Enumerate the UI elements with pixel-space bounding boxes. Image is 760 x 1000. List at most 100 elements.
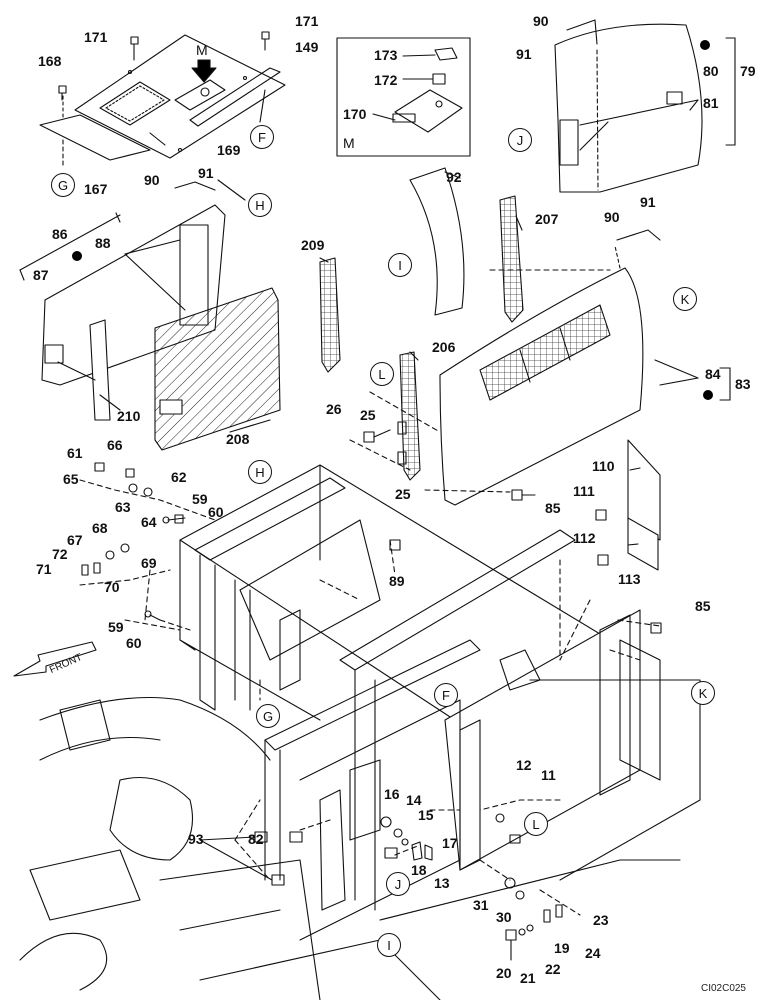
part-number: 26 (326, 401, 342, 417)
part-number: 25 (360, 407, 376, 423)
part-number: 110 (592, 458, 615, 474)
part-number: 13 (434, 875, 450, 891)
part-number: 17 (442, 835, 458, 851)
part-number: 206 (432, 339, 456, 355)
air-filter (154, 287, 281, 451)
reference-letter: L (370, 362, 394, 386)
assembly-marker (72, 251, 82, 261)
part-number: 67 (67, 532, 83, 548)
reference-letter: I (388, 253, 412, 277)
part-number: 171 (295, 13, 319, 29)
part-number: 173 (374, 47, 398, 63)
part-number: 64 (141, 514, 157, 530)
part-number: 72 (52, 546, 68, 562)
reference-letter: J (508, 128, 532, 152)
reference-letter: F (250, 125, 274, 149)
part-number: 59 (192, 491, 208, 507)
part-number: 69 (141, 555, 157, 571)
part-number: 61 (67, 445, 83, 461)
part-number: 90 (533, 13, 549, 29)
part-number: 22 (545, 961, 561, 977)
part-number: 172 (374, 72, 398, 88)
part-number: 14 (406, 792, 422, 808)
part-number: 62 (171, 469, 187, 485)
reference-letter: G (256, 704, 280, 728)
fasteners (81, 421, 662, 961)
part-number: 88 (95, 235, 111, 251)
leader-lines (79, 391, 661, 916)
part-number: 85 (545, 500, 561, 516)
reference-letter: I (377, 933, 401, 957)
part-number: 91 (198, 165, 214, 181)
reference-letter: K (673, 287, 697, 311)
assembly-marker (703, 390, 713, 400)
part-number: 63 (115, 499, 131, 515)
under-plate (39, 114, 151, 161)
part-number: 170 (343, 106, 367, 122)
part-number: 23 (593, 912, 609, 928)
part-number: 60 (208, 504, 224, 520)
part-number: 15 (418, 807, 434, 823)
part-number: 84 (705, 366, 721, 382)
top-cover-plate (74, 34, 286, 159)
drawing-code: CI02C025 (700, 983, 746, 994)
part-number: 90 (604, 209, 620, 225)
inset-label: M (343, 135, 355, 151)
part-number: 112 (573, 530, 596, 546)
part-number: 18 (411, 862, 427, 878)
part-number: 93 (188, 831, 204, 847)
part-number: 31 (473, 897, 489, 913)
bolts-top (58, 31, 270, 101)
panel-92 (409, 167, 465, 316)
reference-letter: K (691, 681, 715, 705)
part-number: 21 (520, 970, 536, 986)
reference-letter: H (248, 460, 272, 484)
part-number: 86 (52, 226, 68, 242)
reference-letter: F (434, 683, 458, 707)
part-number: 16 (384, 786, 400, 802)
part-number: 90 (144, 172, 160, 188)
assembly-marker (700, 40, 710, 50)
part-number: 66 (107, 437, 123, 453)
cover-plate-112 (627, 517, 659, 571)
view-arrow-label: M (196, 42, 208, 58)
part-number: 208 (226, 431, 250, 447)
part-number: 89 (389, 573, 405, 589)
part-number: 70 (104, 579, 120, 595)
part-number: 59 (108, 619, 124, 635)
seal-207 (499, 195, 524, 323)
grille-panel (439, 229, 661, 506)
part-number: 167 (84, 181, 108, 197)
part-number: 171 (84, 29, 108, 45)
part-number: 71 (36, 561, 52, 577)
lower-chassis (19, 679, 701, 1000)
part-number: 169 (217, 142, 241, 158)
part-number: 111 (573, 483, 595, 499)
part-number: 113 (618, 571, 641, 587)
part-number: 209 (301, 237, 325, 253)
part-number: 12 (516, 757, 532, 773)
seal-209 (319, 257, 341, 373)
part-number: 30 (496, 909, 512, 925)
part-number: 68 (92, 520, 108, 536)
part-number: 82 (248, 831, 264, 847)
part-number: 91 (640, 194, 656, 210)
reference-letter: J (386, 872, 410, 896)
part-number: 207 (535, 211, 559, 227)
view-arrow (191, 59, 217, 83)
side-door (554, 19, 703, 193)
label-leaders (57, 99, 699, 881)
reference-letter: H (248, 193, 272, 217)
part-number: 24 (585, 945, 601, 961)
part-number: 65 (63, 471, 79, 487)
part-number: 91 (516, 46, 532, 62)
detail-inset-frame (336, 37, 471, 157)
part-number: 87 (33, 267, 49, 283)
part-number: 20 (496, 965, 512, 981)
front-arrow (13, 641, 97, 677)
part-number: 92 (446, 169, 462, 185)
part-number: 81 (703, 95, 719, 111)
reference-letter: G (51, 173, 75, 197)
